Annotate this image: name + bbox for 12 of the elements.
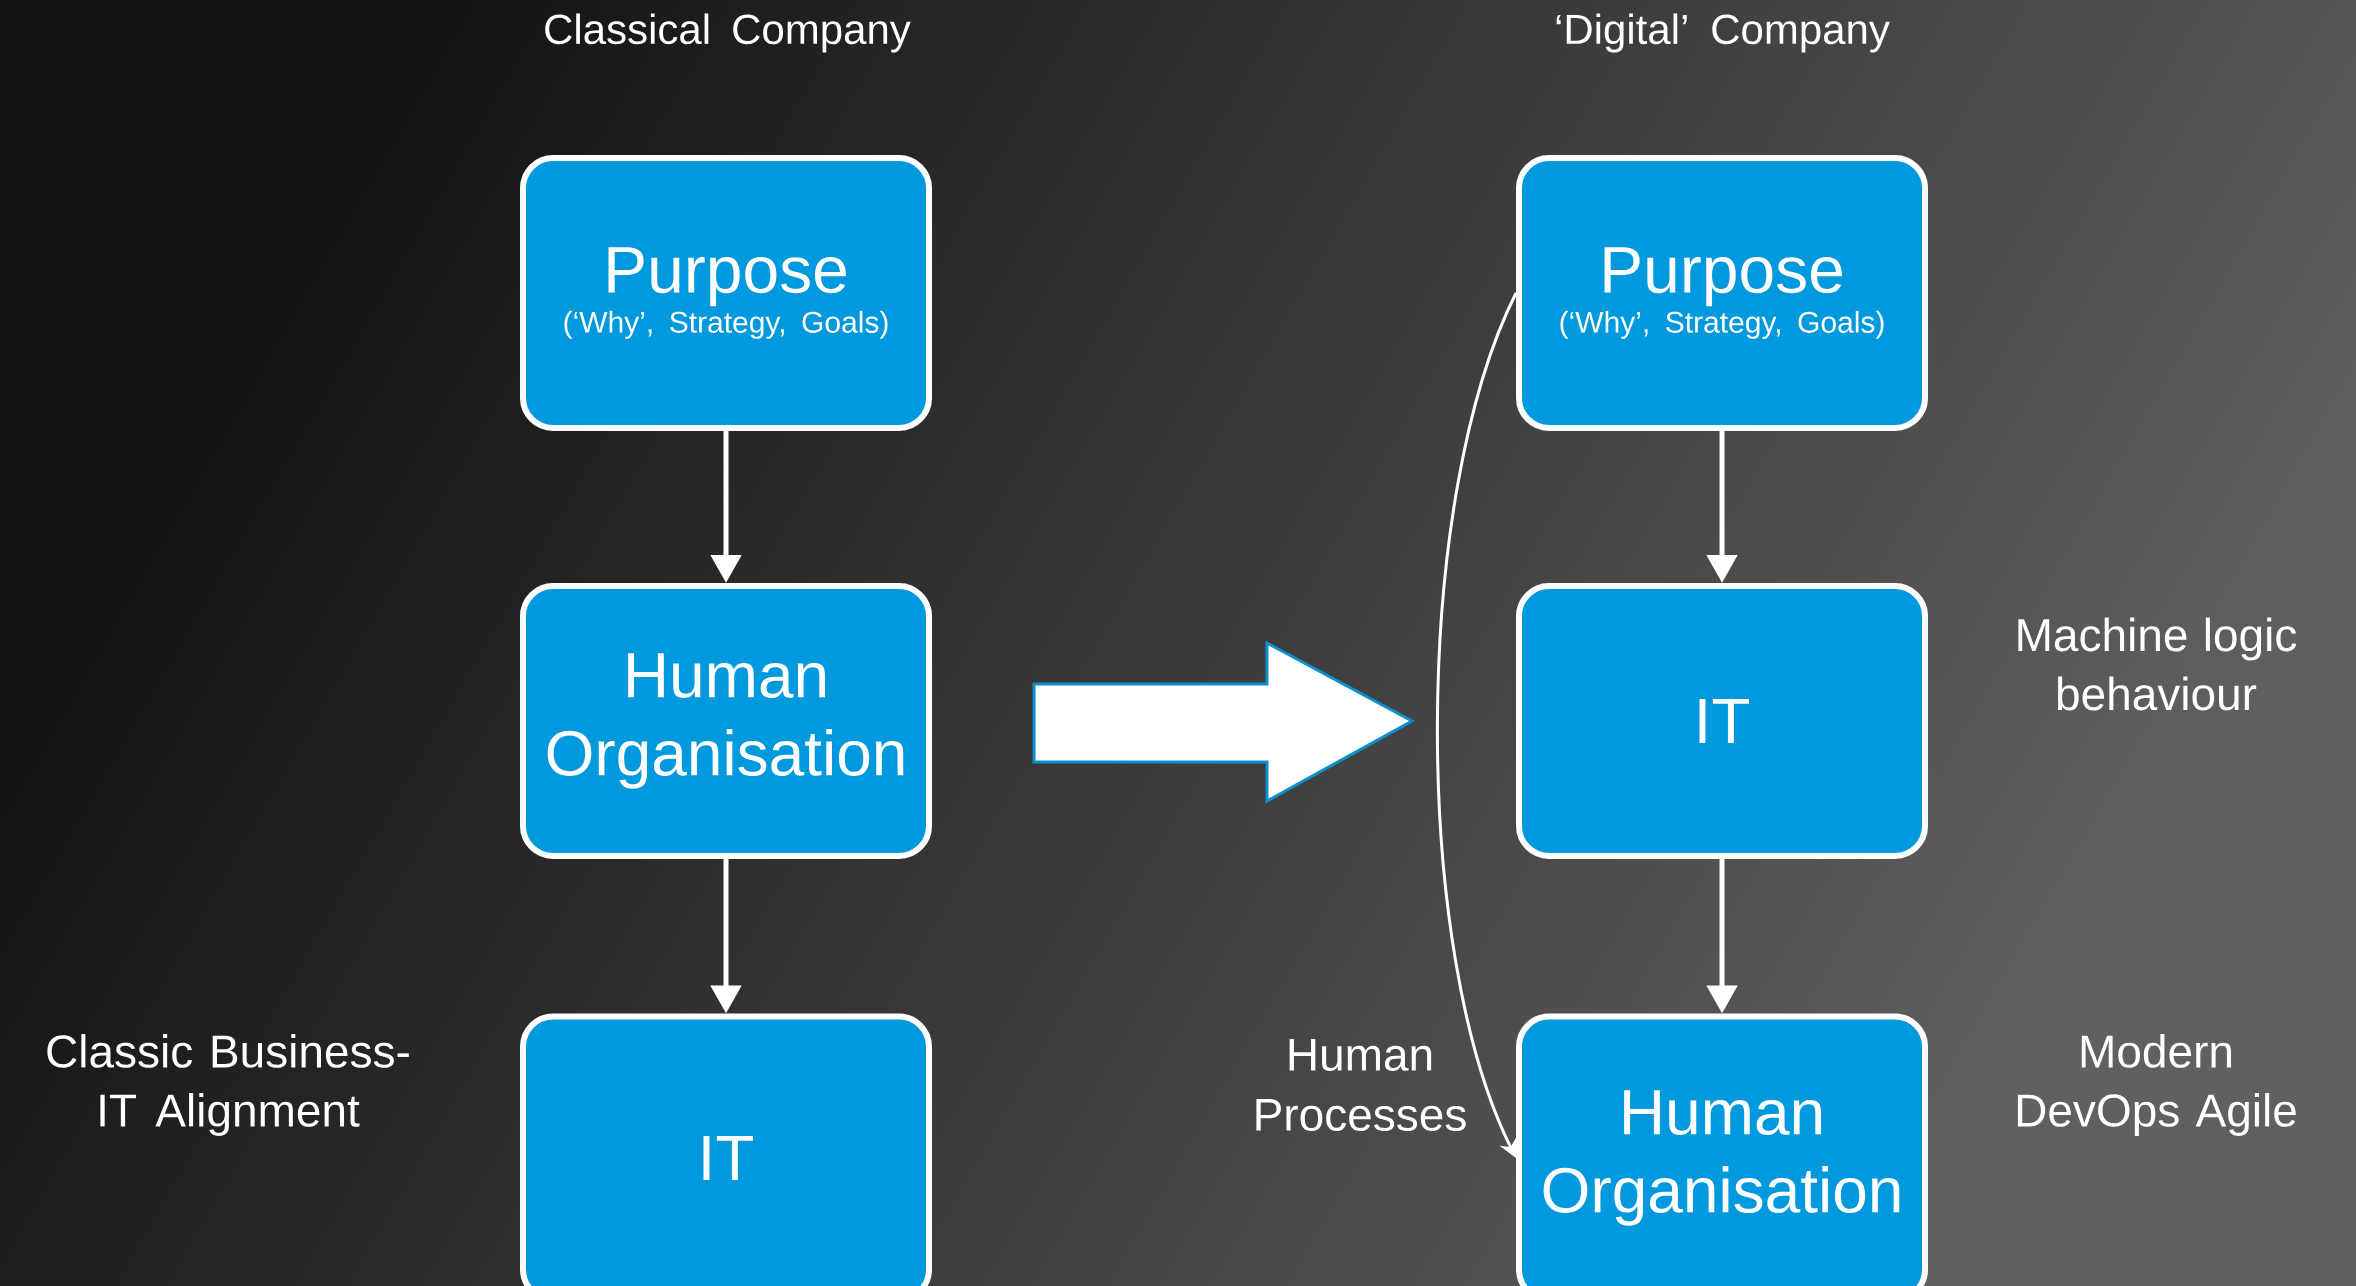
edge-label: Human Processes <box>1256 1038 1466 1132</box>
process-box: Purpose (‘Why’, Strategy, Goals) <box>1516 155 1928 431</box>
heading: ‘Digital’ Company <box>1556 13 1890 53</box>
process-box: IT <box>1516 583 1928 859</box>
side-label: Modern DevOps Agile <box>2017 1034 2296 1136</box>
process-box: IT <box>520 1013 932 1286</box>
process-box: Human Organisation <box>1516 1013 1928 1286</box>
side-label: Machine logic behaviour <box>2018 617 2297 711</box>
process-box: Human Organisation <box>520 583 932 859</box>
side-label: Classic Business-IT Alignment <box>47 1034 409 1136</box>
heading: Classical Company <box>545 13 911 53</box>
process-box: Purpose (‘Why’, Strategy, Goals) <box>520 155 932 431</box>
